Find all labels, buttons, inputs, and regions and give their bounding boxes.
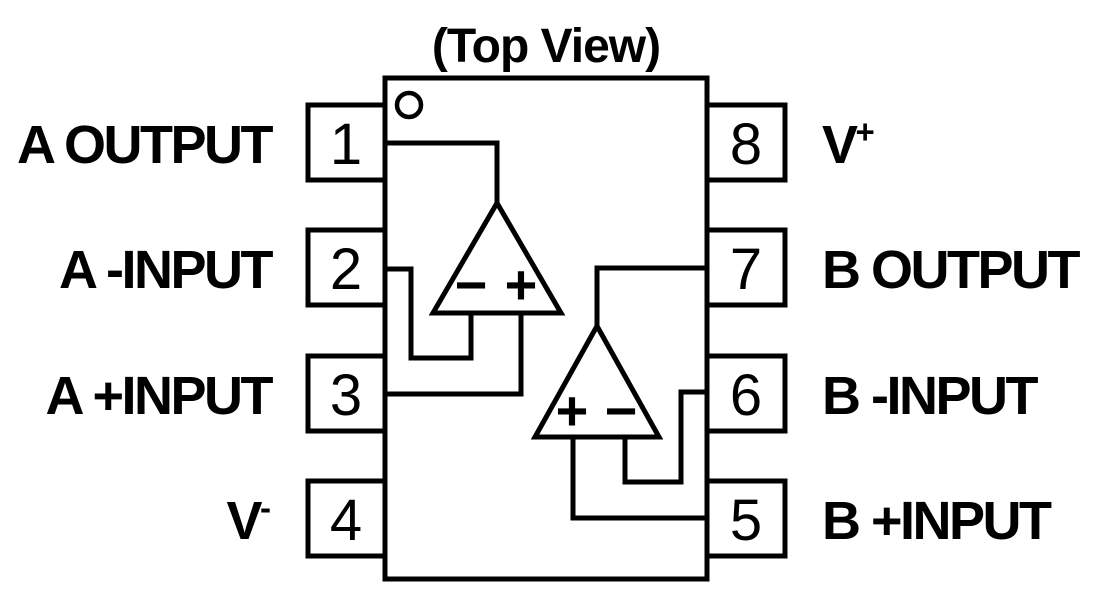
wire-pin2-to-opamp-a-minus [385,266,474,361]
pin-4-number: 4 [330,488,362,553]
pin-7-number: 7 [730,237,762,302]
opamp-a-plus-icon: + [505,253,538,316]
pin-1-number: 1 [330,112,362,177]
pin-8-label: V+ [822,113,875,175]
pin-6-label: B -INPUT [822,366,1038,426]
pin-3-label: A +INPUT [45,366,273,426]
pin-2-box [305,227,388,308]
pin-8-number: 8 [730,112,762,177]
pin-4-box [305,478,388,559]
opamp-b-minus-icon: − [605,379,638,442]
opamp-a-triangle [428,198,566,316]
pin1-indicator-icon [394,90,424,120]
pin-4-label-superscript: - [260,489,271,526]
pin-8-label-superscript: + [856,113,875,150]
wire-pin5-to-opamp-b-plus [570,437,707,521]
pin-6-box [704,353,788,434]
pin-3-box [305,353,388,434]
pin-5-label: B +INPUT [822,491,1052,551]
pin-2-number: 2 [330,237,362,302]
pin-6-number: 6 [730,363,762,428]
diagram-title: (Top View) [432,20,660,73]
pin-4-label: V- [226,489,271,551]
opamp-b-triangle [530,320,664,440]
pin-7-label: B OUTPUT [822,240,1081,300]
pin-8-box [704,102,788,183]
opamp-b-plus-icon: + [556,379,589,442]
opamp-a-minus-icon: − [455,253,488,316]
pin-5-number: 5 [730,488,762,553]
wire-pin1-to-opamp-a-output [385,140,500,203]
ic-body [382,75,710,582]
pin-1-label: A OUTPUT [17,115,273,175]
wire-pin7-to-opamp-b-output [594,265,707,326]
wire-pin6-to-opamp-b-minus [622,389,707,485]
pin-2-label: A -INPUT [59,240,273,300]
wire-pin3-to-opamp-a-plus [385,313,524,397]
pin-1-box [305,102,388,183]
pin-3-number: 3 [330,363,362,428]
